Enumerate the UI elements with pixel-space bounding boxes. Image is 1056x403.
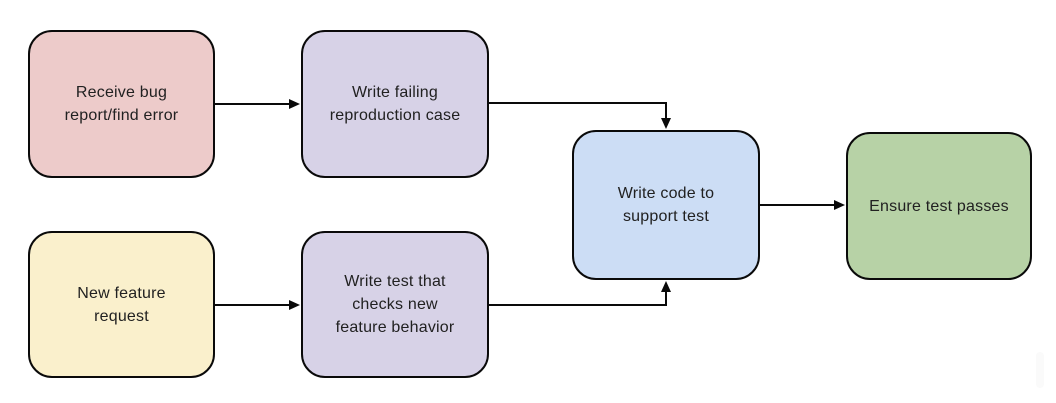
flow-node-write-code-to-support-test: Write code to support test (572, 130, 760, 280)
node-label-line: feature behavior (335, 319, 455, 336)
flow-node-new-feature-request: New feature request (28, 231, 215, 378)
flow-node-label: New feature request (67, 282, 175, 328)
node-label-line: Write test that (344, 273, 446, 290)
flow-node-label: Ensure test passes (859, 195, 1019, 218)
node-label-line: Write code to (617, 185, 715, 202)
flow-node-label: Receive bug report/find error (55, 81, 189, 127)
arrowhead-icon (289, 300, 300, 310)
node-label-line: reproduction case (329, 107, 461, 124)
node-label-line: Ensure test passes (869, 197, 1009, 215)
node-label-line: checks new (352, 296, 438, 313)
node-label-line: request (94, 307, 149, 325)
node-label-line: report/find error (64, 107, 179, 124)
node-label-line: New feature (77, 284, 166, 302)
flow-node-ensure-test-passes: Ensure test passes (846, 132, 1032, 280)
flow-node-label: Write test that checks new feature behavio… (326, 270, 465, 339)
flow-arrow-receive-bug-report-to-write-failing-reproduction-case (215, 99, 300, 109)
node-label-line: Receive bug (75, 84, 168, 101)
flow-arrow-new-feature-request-to-write-test-checks-new-feature (215, 300, 300, 310)
arrowhead-icon (834, 200, 845, 210)
arrowhead-icon (661, 118, 671, 129)
node-label-line: Write failing (352, 84, 438, 101)
flow-node-receive-bug-report: Receive bug report/find error (28, 30, 215, 178)
node-label-line: support test (622, 208, 709, 225)
flow-arrow-write-failing-reproduction-case-to-write-code-to-support-test (489, 102, 671, 129)
flow-arrow-write-code-to-support-test-to-ensure-test-passes (760, 200, 845, 210)
arrowhead-icon (289, 99, 300, 109)
flow-node-write-test-checks-new-feature: Write test that checks new feature behavio… (301, 231, 489, 378)
flow-node-write-failing-reproduction-case: Write failing reproduction case (301, 30, 489, 178)
flow-node-label: Write failing reproduction case (320, 81, 471, 127)
flow-node-label: Write code to support test (608, 182, 725, 228)
arrowhead-icon (661, 281, 671, 292)
scrollbar-thumb[interactable] (1036, 352, 1044, 388)
flow-arrow-write-test-checks-new-feature-to-write-code-to-support-test (489, 281, 671, 306)
